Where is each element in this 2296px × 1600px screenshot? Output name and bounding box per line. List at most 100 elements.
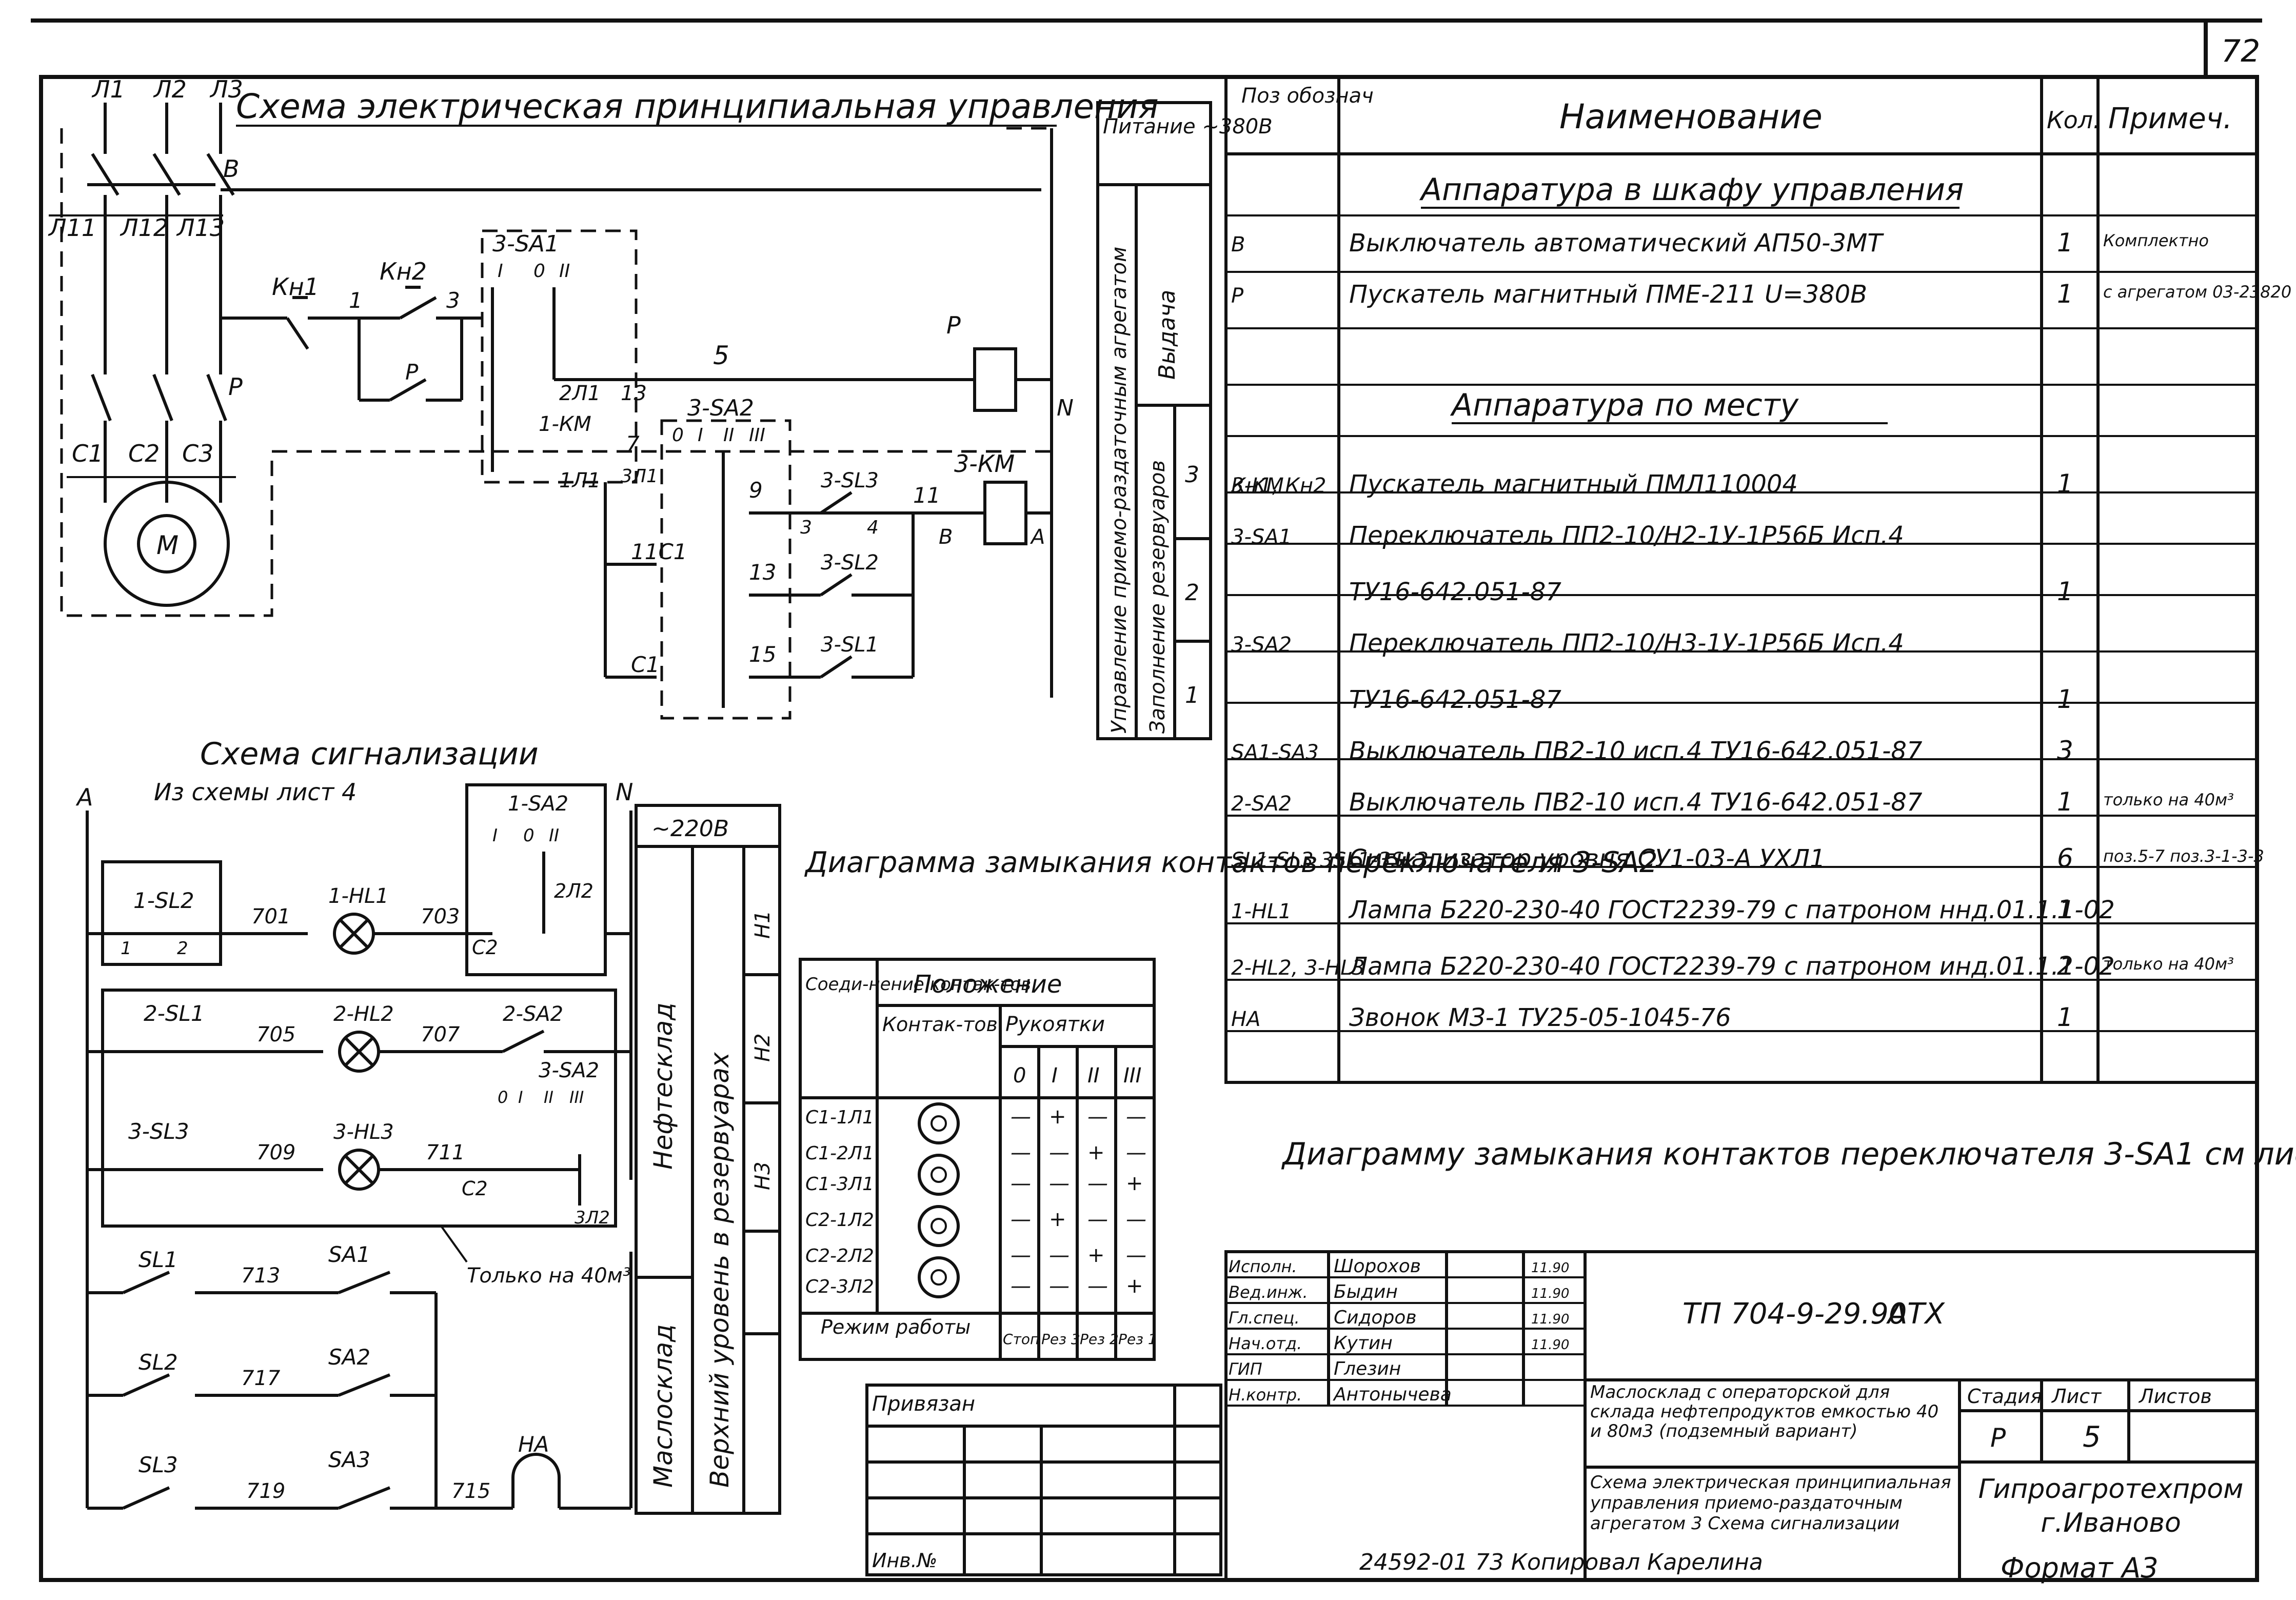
switch-3sa2-label: 3-SA2 xyxy=(687,395,754,421)
sa2-pos-1: I xyxy=(492,825,498,846)
node-3: 3 xyxy=(446,288,460,313)
tb-role: Нач.отд. xyxy=(1229,1334,1302,1353)
sd-row-mark: + xyxy=(1049,1105,1066,1129)
switch-3sa2-pos-3: III xyxy=(749,425,765,446)
row-label-2: 2 xyxy=(1185,580,1199,606)
sd-row-name: С2-3Л2 xyxy=(805,1276,874,1297)
pin-4-a: 4 xyxy=(867,517,879,538)
note-3sa1: Диаграмму замыкания контактов переключат… xyxy=(1281,1136,2296,1172)
sd-row-mark: — xyxy=(1011,1243,1031,1267)
spec-row-name: Переключатель ПП2-10/Н3-1У-1Р56Б Исп.4 xyxy=(1349,629,1904,658)
spec-row-name: Сигнализатор уровня СУ1-03-А УХЛ1 xyxy=(1349,844,1826,873)
spec-row-qty: 1 xyxy=(2057,1002,2073,1032)
signal-side-labels: ~220В Нефтесклад Верхний уровень в резер… xyxy=(635,804,781,1515)
stage-value: Р xyxy=(1990,1423,2006,1453)
tb-name: Шорохов xyxy=(1334,1256,1421,1277)
switch-3sa1-label: 3-SA1 xyxy=(492,231,559,257)
node-5: 5 xyxy=(713,341,729,370)
spec-row-qty: 1 xyxy=(2057,577,2073,606)
supply-220-label: ~220В xyxy=(651,816,729,842)
organization: Гипроагротехпром г.Иваново xyxy=(1978,1474,2244,1538)
sd-row-mark: — xyxy=(1126,1105,1146,1129)
node-2l1: 2Л1 xyxy=(559,382,601,405)
sa2-3-label: 3-SA2 xyxy=(539,1059,599,1082)
wire-709: 709 xyxy=(256,1141,295,1164)
spec-row-pos: 1-HL1 xyxy=(1231,900,1292,923)
switch-diagram: Диаграмма замыкания контактов переключат… xyxy=(799,846,1658,1361)
spec-row-name: Пускатель магнитный ПМЕ-211 U=380В xyxy=(1349,280,1867,309)
switch-diagram-rows: С1-1Л1—+——С1-2Л1——+—С1-3Л1———+С2-1Л2—+——… xyxy=(805,1102,1146,1298)
sd-row-name: С1-3Л1 xyxy=(805,1174,874,1195)
node-1km: 1-КМ xyxy=(539,412,591,436)
spec-row-name: Лампа Б220-230-40 ГОСТ2239-79 с патроном… xyxy=(1348,896,2115,924)
wire-703: 703 xyxy=(421,905,460,929)
tb-date: 11.90 xyxy=(1531,1260,1569,1276)
contact-label-c2: С2 xyxy=(128,440,160,467)
node-11c1: 3Л1 xyxy=(621,466,658,487)
sd-row-mark: — xyxy=(1049,1141,1070,1164)
button-kn2-label: Кн2 xyxy=(380,258,427,285)
col-sheet: Лист xyxy=(2051,1385,2102,1408)
project-name: Маслосклад с операторской для склада неф… xyxy=(1590,1382,1939,1441)
header-qty: Кол. xyxy=(2047,106,2101,134)
tb-date: 11.90 xyxy=(1531,1312,1569,1327)
sd-row-mark: — xyxy=(1087,1105,1108,1129)
spec-row-name: Переключатель ПП2-10/Н2-1У-1Р56Б Исп.4 xyxy=(1349,521,1904,550)
level-switches: 9 3-SL3 3 4 13 3-SL2 15 3-SL1 xyxy=(749,469,915,679)
c2-label: С2 xyxy=(472,936,498,959)
spec-row-name: Выключатель автоматический АП50-3МТ xyxy=(1349,229,1884,258)
spec-row-pos: Р xyxy=(1231,284,1244,308)
tb-role: ГИП xyxy=(1229,1359,1262,1379)
wire-715: 715 xyxy=(451,1479,490,1503)
oil-store-label: Маслосклад xyxy=(648,1324,678,1488)
col-stage: Стадия xyxy=(1967,1385,2042,1408)
node-11: 11 xyxy=(913,483,940,508)
sheet-number: 72 xyxy=(2221,33,2260,69)
switch-3sa1-pos-0: 0 xyxy=(533,261,545,282)
mode-r2: Рез 2 xyxy=(1080,1331,1119,1348)
sd-row-mark: + xyxy=(1126,1172,1143,1195)
coil-p xyxy=(973,347,1017,412)
sheet-description: Схема электрическая принципиальная управ… xyxy=(1590,1472,1951,1534)
sd-row-mark: — xyxy=(1126,1208,1146,1231)
node-n: N xyxy=(1057,395,1074,421)
starter-contact-label: Р xyxy=(228,373,243,401)
spec-row-qty: 1 xyxy=(2057,228,2073,258)
spec-row-note: поз.5-7 поз.3-1-3-3 xyxy=(2103,846,2264,866)
sd-row-mark: — xyxy=(1049,1243,1070,1267)
sd-row-mark: — xyxy=(1049,1274,1070,1298)
header-name: Наименование xyxy=(1559,97,1823,136)
sl1-label: SL1 xyxy=(138,1247,178,1272)
spec-row-pos: SA1-SA3 xyxy=(1231,741,1319,764)
row-label-1: 1 xyxy=(1185,682,1199,708)
node-1: 1 xyxy=(349,288,363,313)
spec-row-qty: 1 xyxy=(2057,684,2073,714)
wire-707: 707 xyxy=(421,1023,460,1046)
upper-level-label: Верхний уровень в резервуарах xyxy=(705,1052,735,1488)
contact-circle xyxy=(918,1154,960,1196)
tb-name: Быдин xyxy=(1334,1281,1398,1302)
spec-table: Поз обознач Наименование Кол. Примеч. Ап… xyxy=(1224,75,2291,1084)
breaker-label: В xyxy=(223,155,240,183)
sa2-1-label: 1-SA2 xyxy=(508,792,568,816)
outlet-label: Выдача xyxy=(1154,290,1180,380)
sd-row-mark: + xyxy=(1049,1208,1066,1231)
sd-row-mark: + xyxy=(1087,1243,1105,1267)
switch-3sa1-pos-2: II xyxy=(559,261,570,282)
spec-row-pos: 2-HL2, 3-HL3 xyxy=(1231,956,1365,980)
spec-row-pos: В xyxy=(1231,233,1245,256)
inv-label: Инв.№ xyxy=(872,1549,937,1572)
mode-r1: Рез 1 xyxy=(1118,1331,1157,1348)
sd-row-name: С2-1Л2 xyxy=(805,1210,874,1231)
contact-label-c1: С1 xyxy=(72,440,103,467)
sd-row-mark: + xyxy=(1087,1141,1105,1164)
switch-3sa1-pos-1: I xyxy=(498,261,503,282)
motor-label: М xyxy=(156,530,179,560)
spec-row-qty: 1 xyxy=(2057,279,2073,309)
col-contacts: Контак-тов xyxy=(882,1013,998,1036)
coil-3km-label: 3-КМ xyxy=(954,450,1015,478)
motor-symbol xyxy=(104,481,230,607)
doc-mark: АТХ xyxy=(1886,1297,1946,1331)
